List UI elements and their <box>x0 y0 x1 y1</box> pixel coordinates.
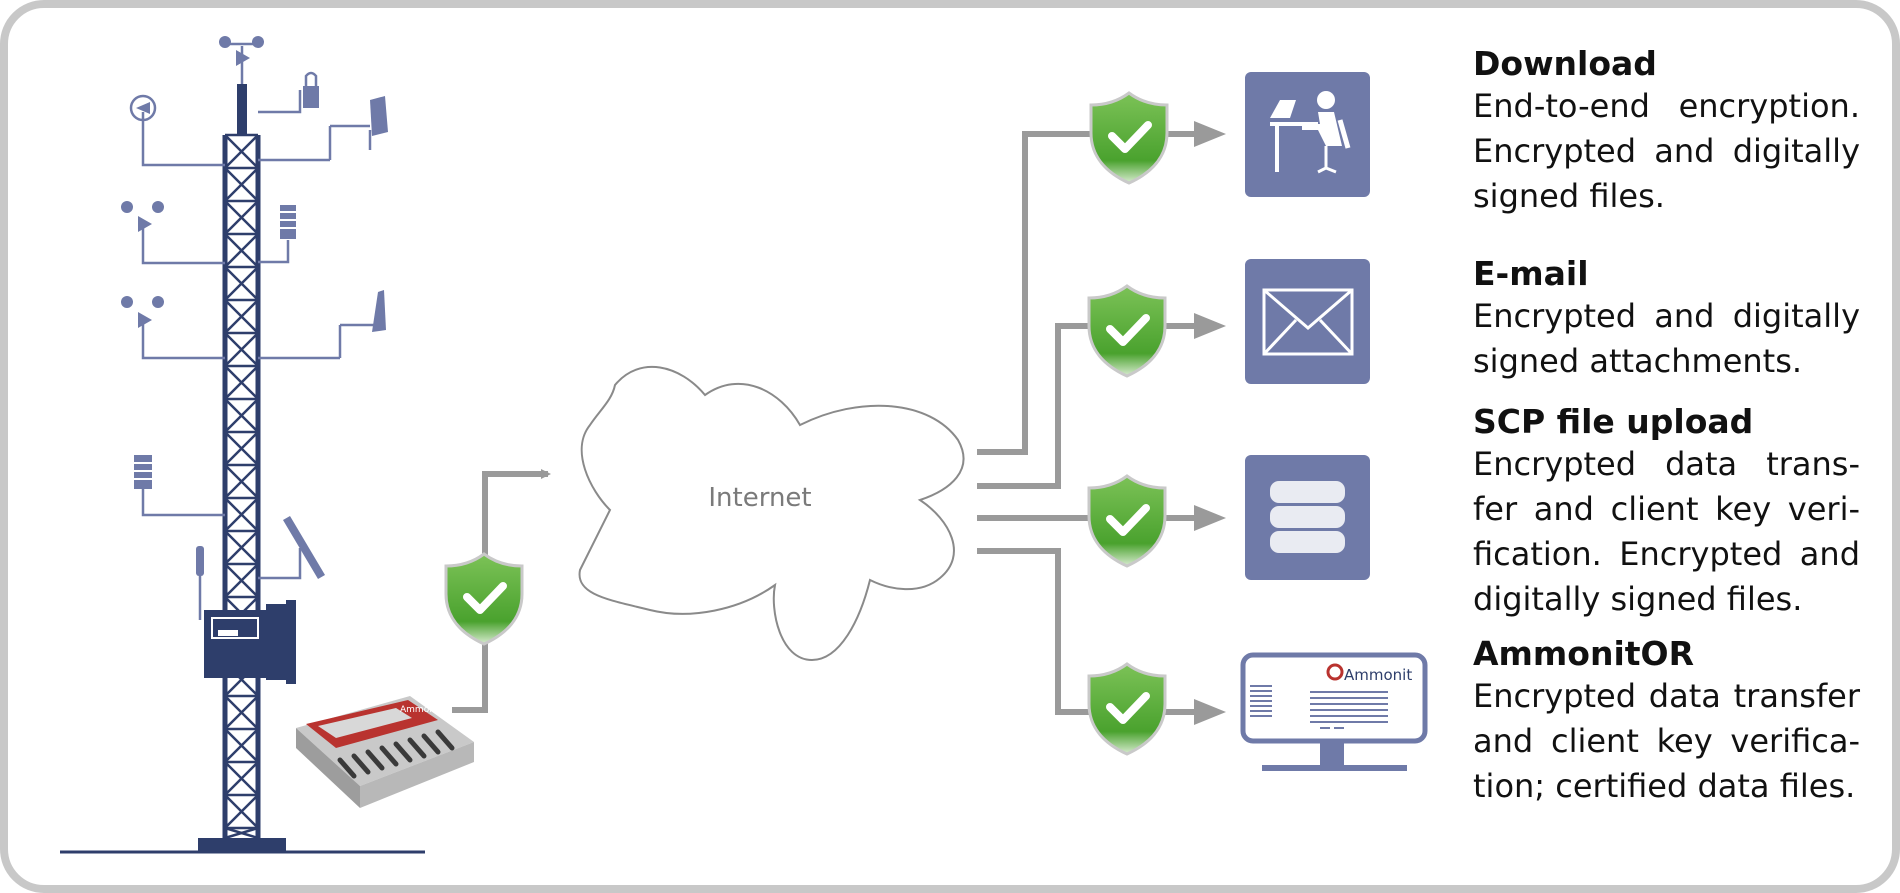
ammonitor-description: AmmonitOR Encrypted data transfer and cl… <box>1473 634 1860 809</box>
monitor-brand-text: Ammonit <box>1344 666 1412 684</box>
logger-enclosure <box>204 600 296 684</box>
scp-description: SCP file upload Encrypted data trans-fer… <box>1473 402 1860 622</box>
internet-label: Internet <box>708 483 811 513</box>
monitor-icon: Ammonit <box>1240 652 1428 771</box>
ammonitor-path-line <box>977 548 1113 717</box>
sensor-icons <box>121 36 388 579</box>
ammonitor-text: Encrypted data transfer and client key v… <box>1473 677 1860 805</box>
person-at-desk-icon <box>1245 72 1370 197</box>
email-path-line <box>977 321 1113 489</box>
datalogger-brand: Ammonit <box>400 705 441 715</box>
arrowheads <box>1194 121 1226 725</box>
download-title: Download <box>1473 44 1657 83</box>
internet-cloud <box>578 366 965 662</box>
met-mast-tower <box>60 84 425 854</box>
sensor-booms <box>141 42 378 620</box>
email-text: Encrypted and digitally signed attachmen… <box>1473 297 1860 380</box>
database-icon <box>1245 455 1370 580</box>
email-title: E-mail <box>1473 254 1589 293</box>
download-description: Download End-to-end encryption. Encrypte… <box>1473 44 1860 219</box>
envelope-icon <box>1245 259 1370 384</box>
download-path-line <box>977 129 1113 455</box>
datalogger-device: Ammonit <box>296 696 474 808</box>
scp-text: Encrypted data trans-fer and client key … <box>1473 445 1860 618</box>
ammonitor-title: AmmonitOR <box>1473 634 1695 673</box>
scp-title: SCP file upload <box>1473 402 1754 441</box>
download-text: End-to-end encryption. Encrypted and dig… <box>1473 87 1860 215</box>
email-description: E-mail Encrypted and digitally signed at… <box>1473 254 1860 384</box>
